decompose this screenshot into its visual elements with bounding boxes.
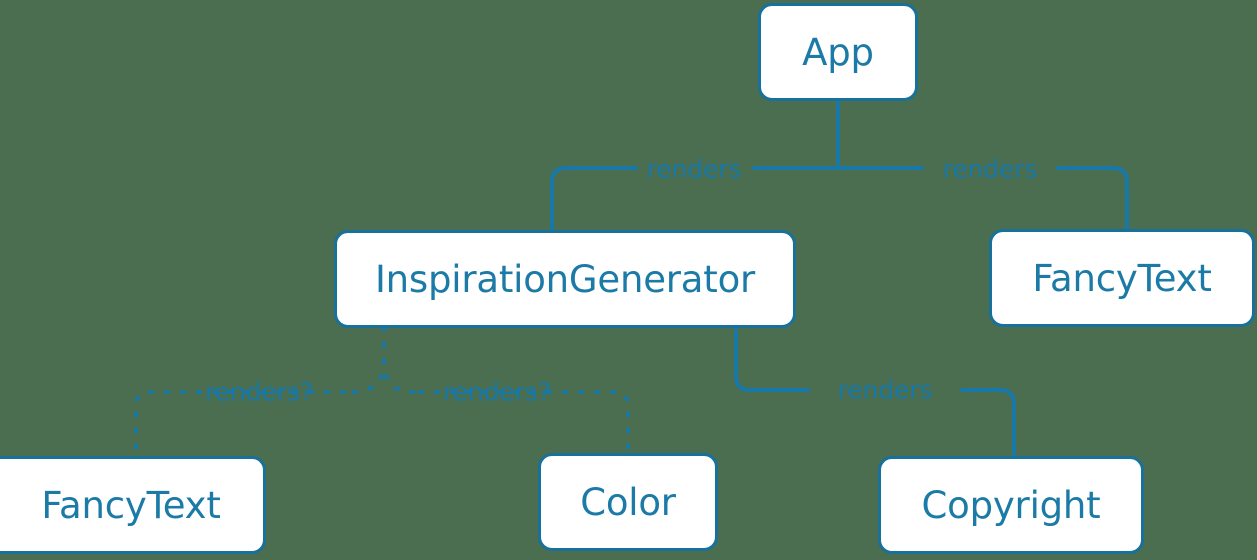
edge-inspiration-dashed-stem-right xyxy=(382,326,422,394)
node-inspiration-generator[interactable]: InspirationGenerator xyxy=(334,230,796,328)
edge-app-to-fancytext-right xyxy=(1056,166,1129,231)
edge-inspiration-dashed-stem-left xyxy=(342,326,386,394)
edge-inspiration-to-copyright-right xyxy=(960,388,1016,458)
node-fancytext-right-label: FancyText xyxy=(1032,256,1212,300)
edge-inspiration-to-fancytext-bottom xyxy=(134,390,346,458)
edge-inspiration-to-copyright-left xyxy=(734,326,810,392)
node-copyright[interactable]: Copyright xyxy=(878,456,1144,554)
edge-label-inspiration-renders-color: renders? xyxy=(443,377,551,407)
edge-label-inspiration-renders-fancytext: renders? xyxy=(205,377,313,407)
node-app[interactable]: App xyxy=(758,3,918,101)
node-color[interactable]: Color xyxy=(538,453,718,551)
edge-label-app-renders-inspiration-generator: renders xyxy=(646,154,742,184)
node-color-label: Color xyxy=(580,480,676,524)
edge-inspiration-to-color xyxy=(418,390,630,455)
edge-label-app-renders-fancytext: renders xyxy=(942,154,1038,184)
edge-label-inspiration-renders-copyright: renders xyxy=(837,375,933,405)
node-app-label: App xyxy=(802,30,874,74)
node-fancytext-right[interactable]: FancyText xyxy=(989,229,1255,327)
node-fancytext-bottom-label: FancyText xyxy=(41,483,221,527)
edge-app-to-inspiration-generator xyxy=(550,166,638,232)
node-copyright-label: Copyright xyxy=(921,483,1101,527)
node-fancytext-bottom[interactable]: FancyText xyxy=(0,456,266,554)
node-inspiration-generator-label: InspirationGenerator xyxy=(374,257,756,301)
